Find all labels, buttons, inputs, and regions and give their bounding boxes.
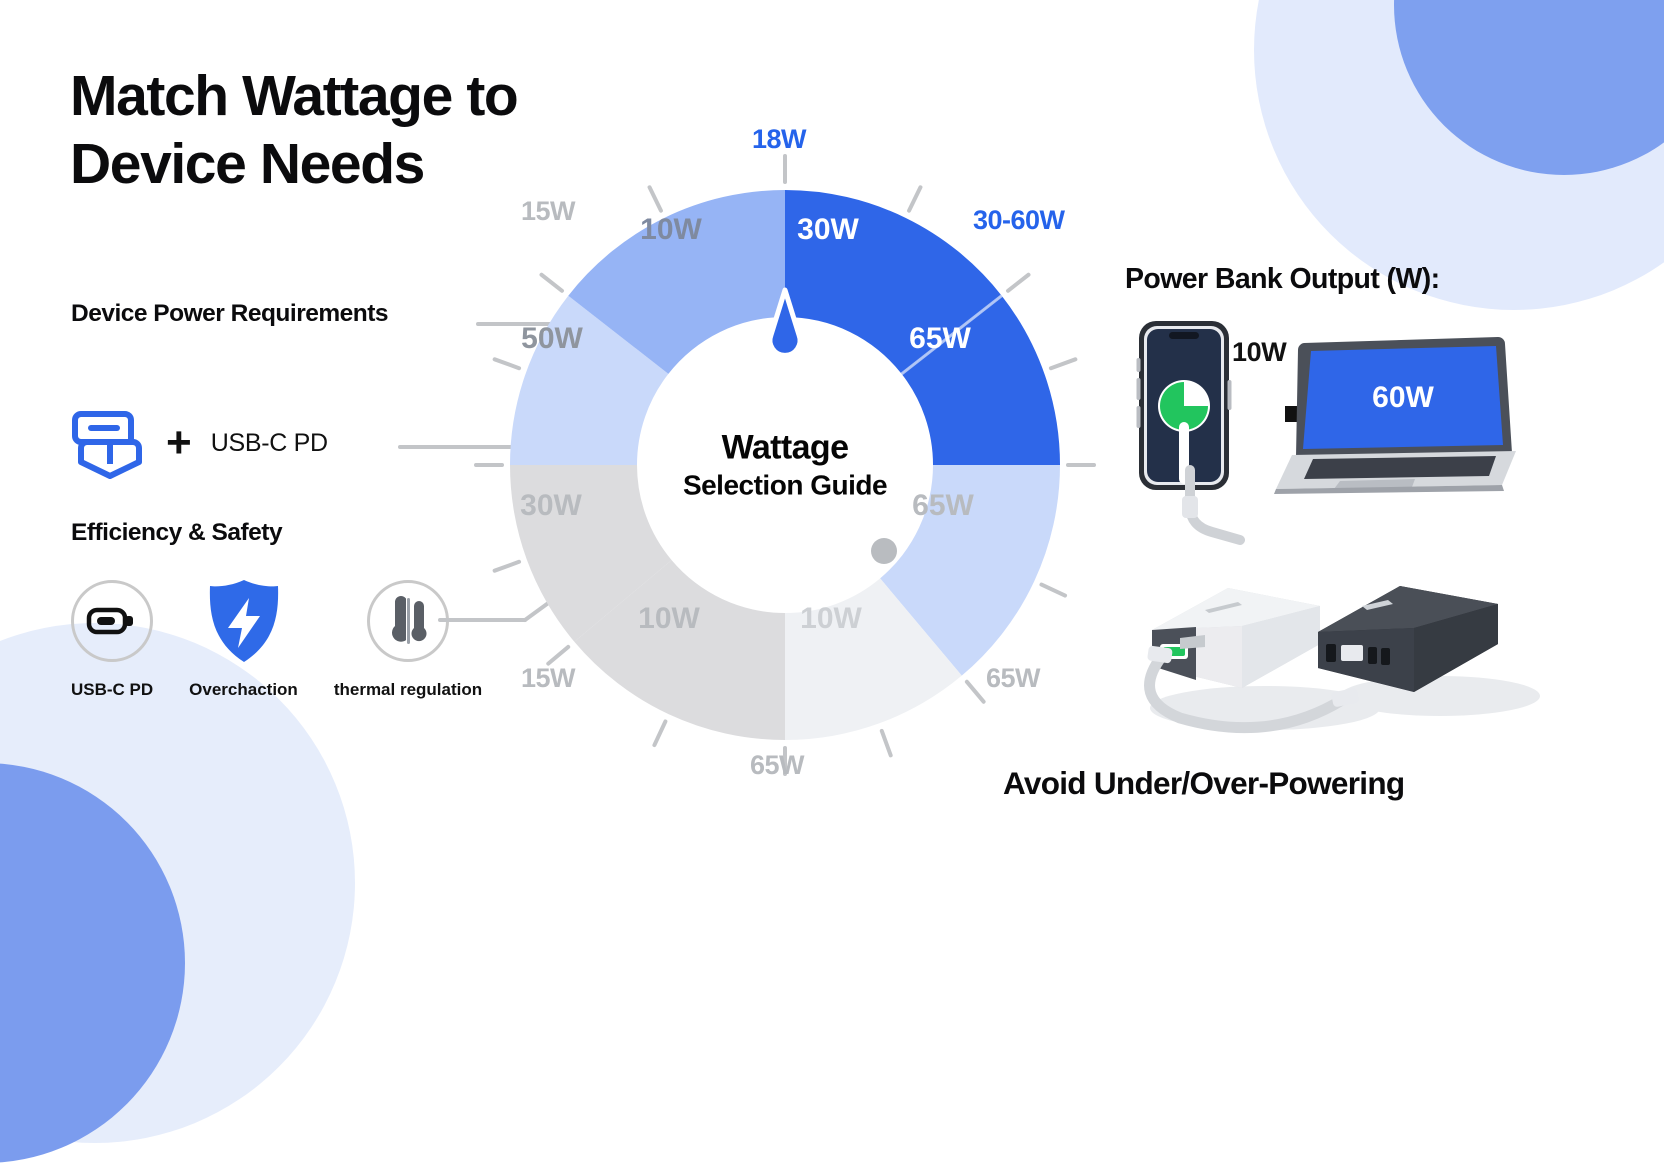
donut-segment-value: 50W: [521, 322, 583, 355]
donut-tick: [907, 185, 923, 213]
smartphone-charging-icon: [1136, 321, 1232, 490]
donut-outer-callout: 30-60W: [973, 205, 1065, 235]
efficiency-safety-section-title: Efficiency & Safety: [71, 519, 283, 546]
donut-segment[interactable]: [880, 465, 1060, 676]
donut-segment-value: 10W: [638, 602, 700, 635]
device-power-row: + USB-C PD: [71, 404, 328, 482]
donut-tick: [647, 185, 663, 213]
donut-tick: [1006, 272, 1031, 293]
donut-segment[interactable]: [785, 578, 962, 740]
donut-svg: 10W 30W 65W 50W 65W 30W 10W 10W: [474, 154, 1096, 776]
donut-inner-labels: 10W 30W 65W 50W 65W 30W 10W 10W: [520, 213, 974, 635]
laptop-icon: 60W: [1274, 337, 1516, 494]
efficiency-icon-row: USB-C PD Overchaction thermal regula: [71, 580, 482, 700]
donut-tick: [492, 559, 522, 573]
donut-segment[interactable]: [785, 190, 1002, 374]
donut-segment[interactable]: [510, 465, 672, 642]
donut-segment-value: 10W: [640, 213, 702, 246]
donut-outer-callout: 65W: [750, 750, 805, 780]
device-stack-icon: [71, 404, 147, 482]
efficiency-item-label: USB-C PD: [71, 680, 154, 699]
donut-outer-callout: 15W: [521, 196, 576, 226]
donut-tick: [964, 679, 986, 704]
donut-tick: [1039, 582, 1068, 598]
power-bank-white-icon: [1152, 588, 1320, 688]
charging-cable: [1182, 465, 1245, 545]
power-bank-pair: [1144, 586, 1540, 734]
plus-icon: +: [166, 418, 192, 467]
transfer-wattage-label: 10W: [1232, 337, 1287, 367]
donut-tick-marks: [474, 154, 1096, 776]
laptop-screen-wattage: 60W: [1372, 381, 1434, 414]
power-bank-output-title: Power Bank Output (W):: [1125, 263, 1440, 295]
page-title: Match Wattage to Device Needs: [70, 64, 519, 197]
donut-outer-callout: 15W: [521, 663, 576, 693]
donut-segment-divider: [900, 294, 1003, 376]
usb-c-connector-icon: [71, 580, 154, 662]
donut-tick: [546, 644, 571, 666]
efficiency-item-overcharge: Overchaction: [189, 580, 298, 700]
power-bank-cable: [1144, 650, 1348, 734]
needle-pointer: [767, 287, 803, 358]
donut-knob: [871, 538, 897, 564]
donut-segment[interactable]: [510, 295, 669, 465]
donut-segment[interactable]: [901, 295, 1060, 465]
donut-tick: [652, 719, 668, 748]
donut-segment-value: 30W: [797, 213, 859, 246]
device-power-section-title: Device Power Requirements: [71, 300, 389, 327]
donut-segment[interactable]: [568, 190, 785, 374]
avoid-powering-title: Avoid Under/Over-Powering: [1003, 765, 1405, 801]
donut-segment-value: 30W: [520, 489, 582, 522]
efficiency-item-thermal: thermal regulation: [334, 580, 482, 700]
efficiency-item-usbc-pd: USB-C PD: [71, 580, 153, 700]
donut-segment[interactable]: [574, 560, 785, 740]
donut-tick: [539, 272, 564, 293]
donut-tick: [492, 357, 522, 371]
power-bank-dark-icon: [1318, 586, 1498, 692]
donut-tick: [1048, 357, 1078, 371]
device-usbc-pd-label: USB-C PD: [210, 428, 328, 457]
donut-segment-value: 10W: [800, 602, 862, 635]
efficiency-item-label: Overchaction: [189, 680, 298, 699]
donut-tick: [879, 728, 893, 758]
donut-segment-value: 65W: [909, 322, 971, 355]
efficiency-item-label: thermal regulation: [333, 680, 483, 699]
shield-bolt-icon: [203, 580, 285, 662]
donut-outer-callout: 65W: [986, 663, 1041, 693]
donut-segment-value: 65W: [912, 489, 974, 522]
donut-outer-callout: 18W: [752, 124, 807, 154]
thermometer-icon: [366, 580, 449, 662]
donut-segments: [510, 190, 1060, 740]
